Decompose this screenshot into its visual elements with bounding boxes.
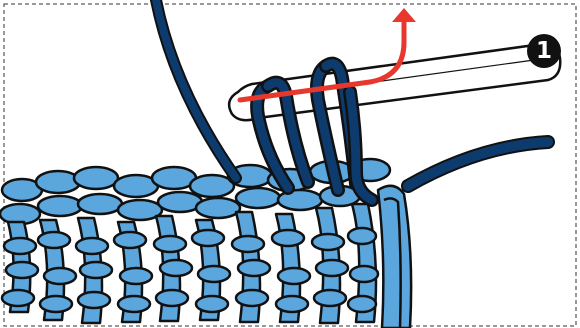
post-wraps [2,228,378,312]
yarn-tail-left [156,0,236,178]
turning-edge [378,186,411,328]
loop-3 [350,92,372,200]
step-number-badge: 1 [527,34,561,68]
